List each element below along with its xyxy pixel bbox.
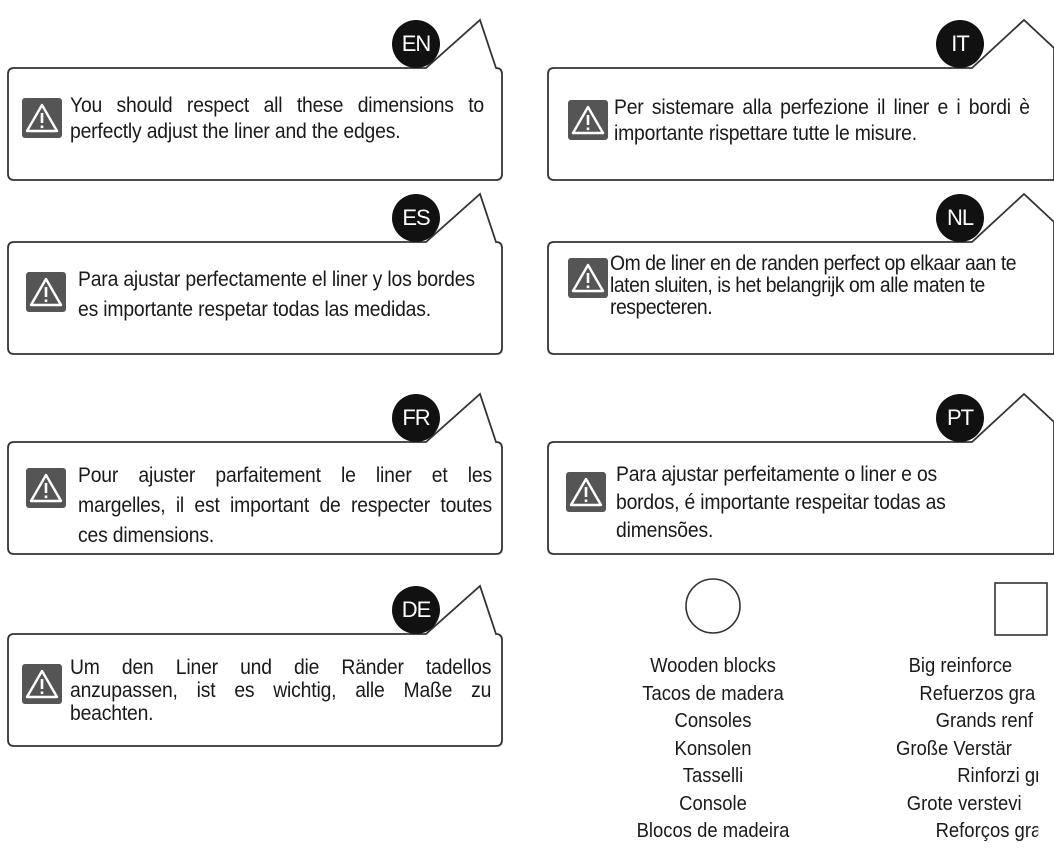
note-nl: NL Om de liner en de randen perfect op e…	[547, 192, 1054, 355]
note-text-en: You should respect all these dimensions …	[70, 93, 484, 143]
warning-icon	[568, 258, 608, 298]
legend-label: Blocos de madeira	[636, 819, 790, 842]
language-badge-es: ES	[392, 194, 440, 242]
legend-label: Konsolen	[674, 736, 752, 760]
language-badge-it: IT	[936, 20, 984, 68]
note-en: EN You should respect all these dimensio…	[7, 18, 503, 181]
callout-bubble	[7, 392, 503, 555]
callout-bubble	[7, 584, 503, 747]
callout-bubble	[7, 192, 503, 355]
note-text-de: Um den Liner und die Ränder tadellos anz…	[70, 655, 492, 725]
legend-label: Grote verstevi	[906, 791, 1022, 815]
legend-label: Consoles	[674, 709, 752, 732]
warning-icon	[568, 100, 608, 140]
legend-label: Große Verstär	[896, 736, 1012, 760]
callout-bubble	[547, 392, 1054, 555]
language-badge-fr: FR	[392, 394, 440, 442]
callout-bubble	[547, 192, 1054, 355]
language-badge-de: DE	[392, 586, 440, 634]
legend-label: Refuerzos gra	[919, 681, 1036, 705]
legend-label: Console	[679, 791, 747, 815]
warning-icon	[22, 664, 62, 704]
language-badge-pt: PT	[936, 394, 984, 442]
legend-square-labels: Big reinforce Refuerzos gra Grands renf …	[896, 652, 1038, 845]
note-de: DE Um den Liner und die Ränder tadellos …	[7, 584, 503, 747]
legend-label: Tacos de madera	[642, 681, 784, 705]
note-text-nl: Om de liner en de randen perfect op elka…	[610, 251, 1017, 319]
callout-bubble	[547, 18, 1054, 181]
warning-icon	[22, 98, 62, 138]
callout-bubble	[7, 18, 503, 181]
note-text-pt: Para ajustar perfeitamente o liner e os …	[616, 462, 946, 542]
legend-label: Big reinforce	[908, 654, 1013, 677]
note-it: IT Per sistemare alla perfezione il line…	[547, 18, 1054, 181]
legend-label: Reforços gra	[935, 819, 1039, 842]
legend-label: Rinforzi gra	[957, 764, 1038, 787]
legend-label: Grands renf	[935, 709, 1034, 732]
circle-outline-icon	[685, 578, 741, 634]
note-es: ES Para ajustar perfectamente el liner y…	[7, 192, 503, 355]
language-badge-nl: NL	[936, 194, 984, 242]
legend-label: Wooden blocks	[650, 654, 776, 677]
note-text-es: Para ajustar perfectamente el liner y lo…	[78, 267, 475, 321]
note-text-it: Per sistemare alla perfezione il liner e…	[614, 95, 1030, 145]
warning-icon	[26, 272, 66, 312]
legend-label: Tasselli	[682, 764, 744, 787]
warning-icon	[26, 468, 66, 508]
warning-icon	[566, 472, 606, 512]
note-pt: PT Para ajustar perfeitamente o liner e …	[547, 392, 1054, 555]
language-badge-en: EN	[392, 20, 440, 68]
legend-circle-labels: Wooden blocks Tacos de madera Consoles K…	[592, 652, 835, 845]
square-outline-icon	[994, 582, 1048, 636]
note-fr: FR Pour ajuster parfaitement le liner et…	[7, 392, 503, 555]
note-text-fr: Pour ajuster parfaitement le liner et le…	[78, 463, 492, 547]
